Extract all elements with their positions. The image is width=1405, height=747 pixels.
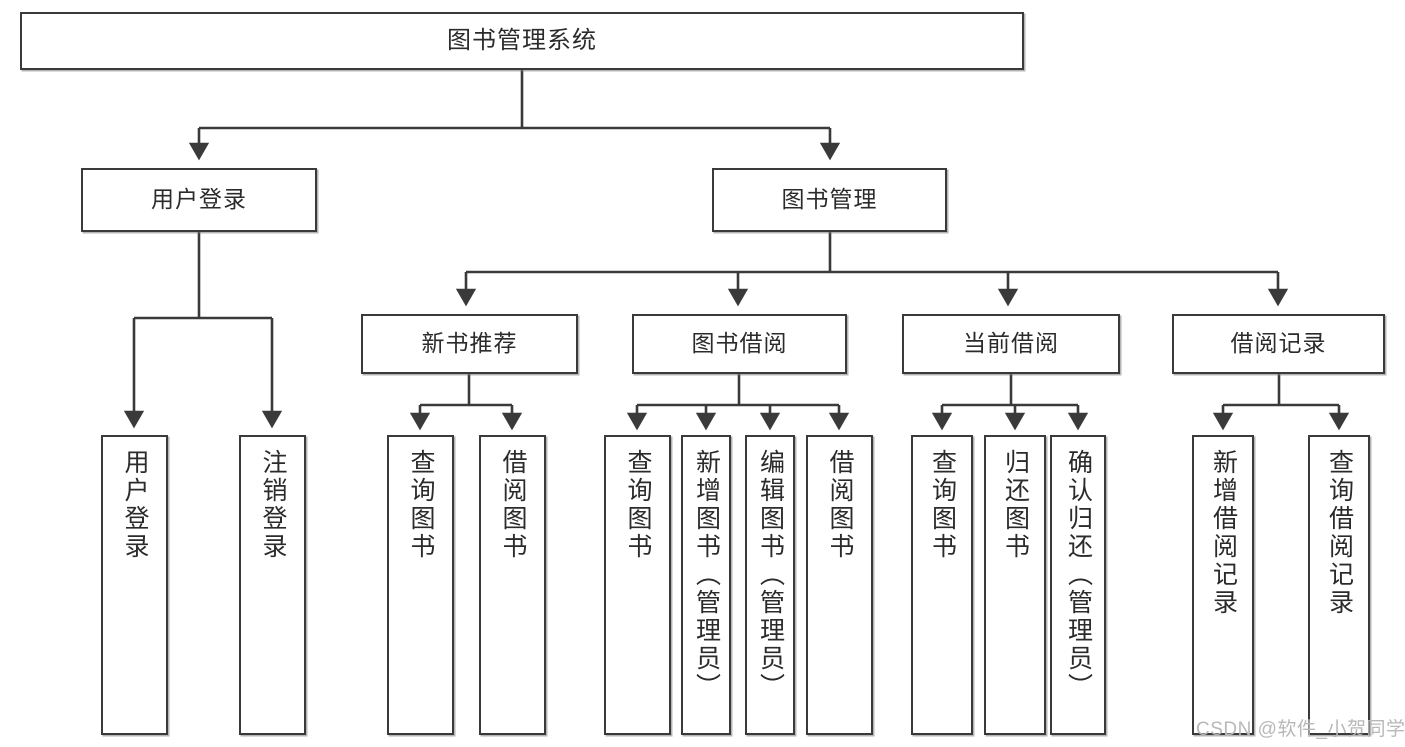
node-book-borrow[interactable]: 图书借阅 [632,314,847,374]
node-new-book-recommend[interactable]: 新书推荐 [361,314,578,374]
node-leaf-user-login[interactable]: 用户登录 [101,435,168,735]
node-root[interactable]: 图书管理系统 [20,12,1024,70]
node-leaf-return-book[interactable]: 归还图书 [984,435,1046,735]
node-leaf-borrow-book-2[interactable]: 借阅图书 [806,435,873,735]
node-leaf-confirm-return-label: 确认归还（管理员） [1064,449,1093,701]
node-leaf-query-book-1-label: 查询图书 [407,449,435,561]
node-leaf-confirm-return[interactable]: 确认归还（管理员） [1050,435,1106,735]
node-user-login-label: 用户登录 [151,186,247,213]
node-leaf-user-login-label: 用户登录 [121,449,149,561]
node-leaf-add-book-label: 新增图书（管理员） [692,449,721,701]
node-leaf-query-book-2[interactable]: 查询图书 [604,435,671,735]
node-leaf-query-book-3[interactable]: 查询图书 [911,435,973,735]
node-leaf-borrow-book-1-label: 借阅图书 [499,449,527,561]
node-leaf-add-record-label: 新增借阅记录 [1209,449,1238,617]
node-leaf-query-book-1[interactable]: 查询图书 [387,435,454,735]
node-leaf-query-book-2-label: 查询图书 [624,449,652,561]
node-current-borrow[interactable]: 当前借阅 [902,314,1120,374]
node-leaf-borrow-book-1[interactable]: 借阅图书 [479,435,546,735]
node-root-label: 图书管理系统 [447,26,597,54]
node-leaf-return-book-label: 归还图书 [1001,449,1030,561]
node-book-borrow-label: 图书借阅 [691,330,788,357]
node-user-login[interactable]: 用户登录 [81,168,317,232]
node-leaf-query-book-3-label: 查询图书 [928,449,957,561]
node-leaf-user-logout-label: 注销登录 [259,449,287,561]
node-leaf-add-book[interactable]: 新增图书（管理员） [681,435,731,735]
node-borrow-record[interactable]: 借阅记录 [1172,314,1385,374]
node-borrow-record-label: 借阅记录 [1230,330,1327,357]
node-current-borrow-label: 当前借阅 [963,330,1059,357]
node-leaf-borrow-book-2-label: 借阅图书 [826,449,854,561]
node-book-manage[interactable]: 图书管理 [712,168,947,232]
node-leaf-user-logout[interactable]: 注销登录 [239,435,306,735]
node-new-book-recommend-label: 新书推荐 [421,330,518,357]
node-book-manage-label: 图书管理 [781,186,878,213]
node-leaf-add-record[interactable]: 新增借阅记录 [1192,435,1254,735]
node-leaf-query-record[interactable]: 查询借阅记录 [1308,435,1370,735]
node-leaf-edit-book[interactable]: 编辑图书（管理员） [745,435,795,735]
node-leaf-query-record-label: 查询借阅记录 [1325,449,1354,617]
node-leaf-edit-book-label: 编辑图书（管理员） [756,449,785,701]
